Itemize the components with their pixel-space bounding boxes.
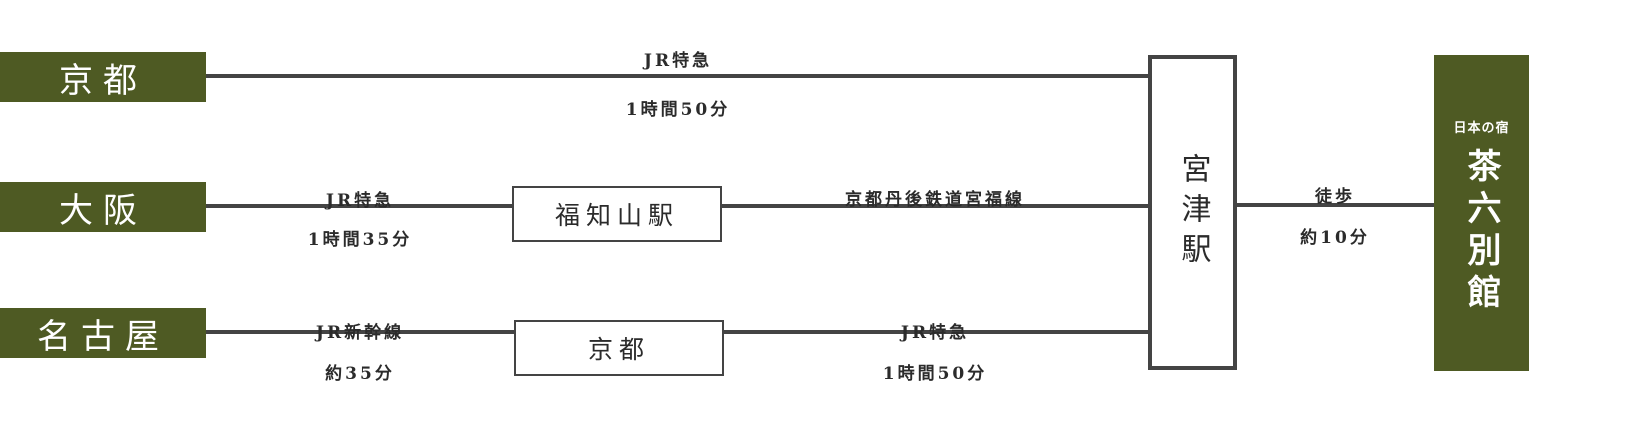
walk-time-label: 約10分 [1300,228,1370,248]
miyafuku-line-label: 京都丹後鉄道宮福線 [845,190,1025,210]
route-line-kyoto-miyazu [206,74,1150,78]
kyoto-direct-time-label: 1時間50分 [625,100,731,120]
station-fukuchiyama: 福知山駅 [512,186,722,242]
origin-kyoto: 京都 [0,52,206,102]
osaka-time-label: 1時間35分 [307,230,413,250]
route-line-walk [1237,203,1436,207]
origin-kyoto-label: 京都 [59,60,147,101]
route-line-kyoto-miyazu-2 [722,330,1150,334]
route-line-fukuchiyama-miyazu [720,204,1150,208]
walk-mode-label: 徒歩 [1315,187,1355,207]
origin-nagoya-label: 名古屋 [37,316,169,357]
station-miyazu: 宮津駅 [1148,55,1237,370]
origin-osaka: 大阪 [0,182,206,232]
nagoya-train-label: JR新幹線 [315,323,405,343]
route-line-nagoya-kyoto [206,330,516,334]
destination-ryokan: 日本の宿 茶六別館 [1434,55,1529,371]
destination-name: 茶六別館 [1461,148,1501,316]
station-fukuchiyama-label: 福知山駅 [554,201,679,230]
kyoto-direct-train-label: JR特急 [643,51,713,71]
route-line-osaka-fukuchiyama [206,204,514,208]
osaka-train-label: JR特急 [325,191,395,211]
station-miyazu-label: 宮津駅 [1175,152,1211,273]
origin-osaka-label: 大阪 [59,190,147,231]
kyoto-miyazu-train-label: JR特急 [900,323,970,343]
destination-subtitle: 日本の宿 [1453,121,1510,136]
station-kyoto-transfer-label: 京都 [587,335,650,364]
origin-nagoya: 名古屋 [0,308,206,358]
station-kyoto-transfer: 京都 [514,320,724,376]
kyoto-miyazu-time-label: 1時間50分 [882,364,988,384]
nagoya-time-label: 約35分 [325,364,395,384]
